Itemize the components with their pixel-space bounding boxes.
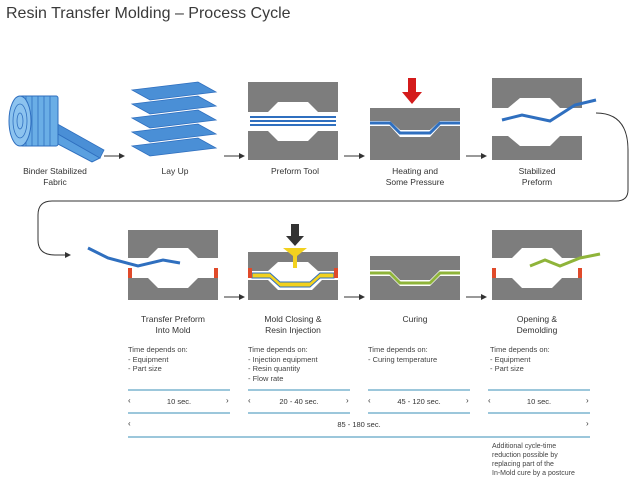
- notes-demolding: Time depends on:- Equipment- Part size: [490, 345, 550, 373]
- transfer-preform-illustration: [87, 230, 218, 300]
- chevron-right-icon: ›: [466, 396, 469, 405]
- duration-transfer: 10 sec.: [166, 397, 192, 406]
- page-title: Resin Transfer Molding – Process Cycle: [6, 5, 291, 22]
- notes-curing: Time depends on:- Curing temperature: [368, 345, 438, 364]
- chevron-left-icon: ‹: [128, 419, 131, 428]
- step-label-preform-tool: Preform Tool: [270, 166, 320, 176]
- step-label-lay-up: Lay Up: [161, 166, 189, 176]
- stabilized-preform-illustration: [492, 78, 597, 160]
- chevron-right-icon: ›: [226, 396, 229, 405]
- chevron-right-icon: ›: [586, 396, 589, 405]
- chevron-left-icon: ‹: [248, 396, 251, 405]
- chevron-left-icon: ‹: [488, 396, 491, 405]
- chevron-left-icon: ‹: [128, 396, 131, 405]
- notes-transfer: Time depends on:- Equipment- Part size: [128, 345, 188, 373]
- duration-injection: 20 - 40 sec.: [279, 397, 319, 406]
- fabric-roll-illustration: [8, 95, 105, 163]
- timeline-rules: [128, 389, 590, 438]
- curing-illustration: [370, 256, 460, 300]
- chevron-left-icon: ‹: [368, 396, 371, 405]
- step-label-curing: Curing: [402, 314, 428, 324]
- lay-up-illustration: [130, 81, 218, 157]
- duration-demolding: 10 sec.: [526, 397, 552, 406]
- resin-injection-illustration: [248, 224, 338, 300]
- total-duration: 85 - 180 sec.: [337, 420, 381, 429]
- heating-illustration: [370, 78, 460, 160]
- notes-injection: Time depends on:- Injection equipment- R…: [248, 345, 318, 383]
- preform-tool-illustration: [248, 82, 338, 160]
- duration-curing: 45 - 120 sec.: [397, 397, 441, 406]
- step-label-injection: Mold Closing &Resin Injection: [264, 314, 322, 335]
- step-label-demolding: Opening &Demolding: [516, 314, 558, 335]
- demolding-illustration: [492, 230, 601, 300]
- chevron-right-icon: ›: [586, 419, 589, 428]
- return-connector: [37, 112, 629, 258]
- chevron-right-icon: ›: [346, 396, 349, 405]
